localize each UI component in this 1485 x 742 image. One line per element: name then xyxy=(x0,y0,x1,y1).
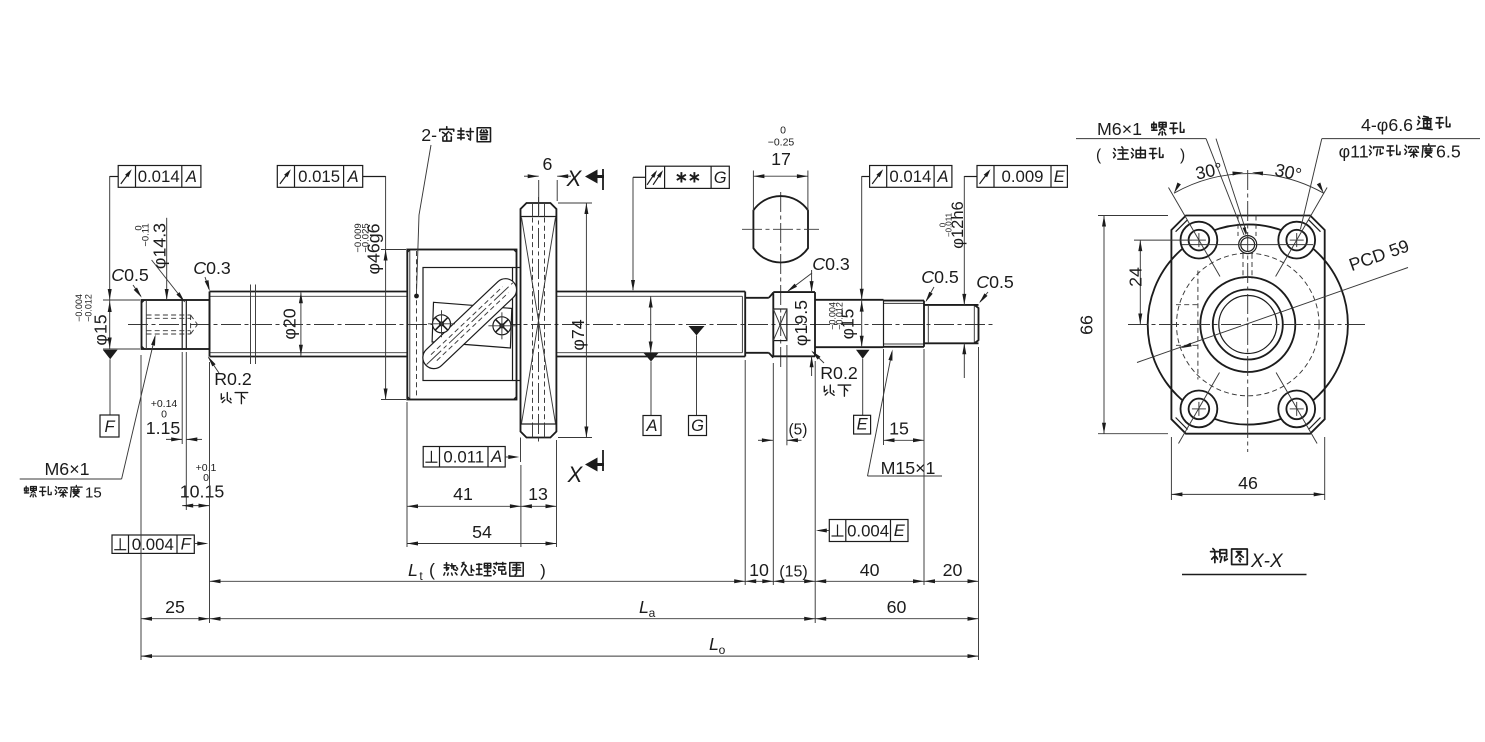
svg-text:1.15: 1.15 xyxy=(146,418,181,438)
svg-text:A: A xyxy=(490,448,502,466)
svg-text:C0.3: C0.3 xyxy=(193,258,231,278)
svg-text:−0.009: −0.009 xyxy=(353,223,364,252)
svg-text:a: a xyxy=(649,606,656,620)
svg-text:t: t xyxy=(419,569,423,583)
svg-text:2-: 2- xyxy=(421,125,437,145)
svg-text:φ20: φ20 xyxy=(280,308,300,339)
svg-text:−0.004: −0.004 xyxy=(74,294,84,322)
svg-text:): ) xyxy=(540,561,546,580)
svg-text:φ19.5: φ19.5 xyxy=(791,300,811,346)
svg-text:L: L xyxy=(709,634,719,654)
svg-text:+0.14: +0.14 xyxy=(151,398,178,410)
svg-text:−0.004: −0.004 xyxy=(828,302,838,330)
svg-text:−0.012: −0.012 xyxy=(84,294,94,322)
svg-text:15: 15 xyxy=(889,419,909,439)
svg-text:C0.3: C0.3 xyxy=(812,254,850,274)
svg-text:0.015: 0.015 xyxy=(298,167,340,186)
svg-text:0: 0 xyxy=(203,472,209,484)
svg-text:o: o xyxy=(719,643,726,657)
svg-text:−0.11: −0.11 xyxy=(141,223,152,246)
svg-text:φ15: φ15 xyxy=(838,309,858,340)
svg-text:F: F xyxy=(104,418,115,436)
svg-text:): ) xyxy=(1180,147,1185,164)
svg-text:10: 10 xyxy=(749,560,769,580)
svg-text:(: ( xyxy=(1096,147,1102,164)
svg-text:54: 54 xyxy=(472,522,492,542)
svg-text:A: A xyxy=(347,168,359,186)
svg-text:E: E xyxy=(857,416,869,434)
svg-text:60: 60 xyxy=(887,597,907,617)
svg-text:0: 0 xyxy=(939,222,948,227)
svg-text:φ74: φ74 xyxy=(568,319,588,350)
svg-text:66: 66 xyxy=(1077,315,1097,335)
svg-text:−0.025: −0.025 xyxy=(361,223,372,252)
svg-text:X-X: X-X xyxy=(1250,551,1284,572)
svg-text:R0.2: R0.2 xyxy=(214,369,252,389)
svg-text:φ46g6: φ46g6 xyxy=(364,223,384,274)
svg-text:E: E xyxy=(1054,168,1066,186)
svg-text:20: 20 xyxy=(943,560,963,580)
svg-text:17: 17 xyxy=(771,149,791,169)
svg-text:−0.011: −0.011 xyxy=(945,212,954,237)
svg-text:10.15: 10.15 xyxy=(180,482,225,502)
svg-text:6.5: 6.5 xyxy=(1436,142,1461,162)
svg-text:M6×1: M6×1 xyxy=(45,459,90,479)
svg-text:φ11: φ11 xyxy=(1339,142,1369,162)
svg-text:A: A xyxy=(645,417,657,435)
svg-text:0: 0 xyxy=(780,125,786,137)
svg-text:0: 0 xyxy=(134,225,145,230)
svg-text:G: G xyxy=(714,169,727,187)
svg-text:13: 13 xyxy=(528,484,548,504)
svg-text:(5): (5) xyxy=(789,422,808,439)
svg-text:0: 0 xyxy=(161,409,167,421)
svg-text:41: 41 xyxy=(453,484,473,504)
svg-text:G: G xyxy=(691,417,704,435)
svg-text:15: 15 xyxy=(85,485,102,502)
svg-text:0.011: 0.011 xyxy=(443,448,484,467)
svg-text:C0.5: C0.5 xyxy=(921,267,959,287)
svg-text:C0.5: C0.5 xyxy=(976,272,1014,292)
svg-text:24: 24 xyxy=(1126,267,1146,287)
svg-text:6: 6 xyxy=(543,154,553,174)
svg-text:X: X xyxy=(566,166,583,191)
svg-text:−0.012: −0.012 xyxy=(835,302,845,330)
svg-text:L: L xyxy=(408,560,418,580)
svg-text:R0.2: R0.2 xyxy=(820,363,858,383)
svg-text:L: L xyxy=(639,597,649,617)
svg-text:25: 25 xyxy=(165,597,185,617)
svg-text:(: ( xyxy=(429,560,435,580)
svg-text:C0.5: C0.5 xyxy=(111,265,149,285)
svg-text:M15×1: M15×1 xyxy=(881,458,936,478)
svg-text:0.009: 0.009 xyxy=(1002,167,1044,186)
svg-text:0.004: 0.004 xyxy=(132,535,174,554)
svg-text:40: 40 xyxy=(860,560,880,580)
svg-text:M6×1: M6×1 xyxy=(1097,119,1142,139)
svg-text:A: A xyxy=(936,168,948,186)
svg-text:4-φ6.6: 4-φ6.6 xyxy=(1361,115,1413,135)
svg-text:A: A xyxy=(185,168,197,186)
svg-text:φ15: φ15 xyxy=(91,314,111,345)
svg-text:F: F xyxy=(181,536,192,554)
svg-text:(15): (15) xyxy=(779,564,807,581)
svg-text:0.004: 0.004 xyxy=(847,521,889,540)
svg-text:φ14.3: φ14.3 xyxy=(150,223,170,269)
svg-text:+0.1: +0.1 xyxy=(196,462,217,474)
svg-text:E: E xyxy=(894,522,906,540)
svg-text:0.014: 0.014 xyxy=(138,167,180,186)
svg-text:46: 46 xyxy=(1238,473,1258,493)
svg-text:φ12h6: φ12h6 xyxy=(949,201,967,248)
svg-text:0.014: 0.014 xyxy=(889,167,931,186)
svg-text:X: X xyxy=(567,462,584,487)
svg-text:−0.25: −0.25 xyxy=(768,137,795,149)
